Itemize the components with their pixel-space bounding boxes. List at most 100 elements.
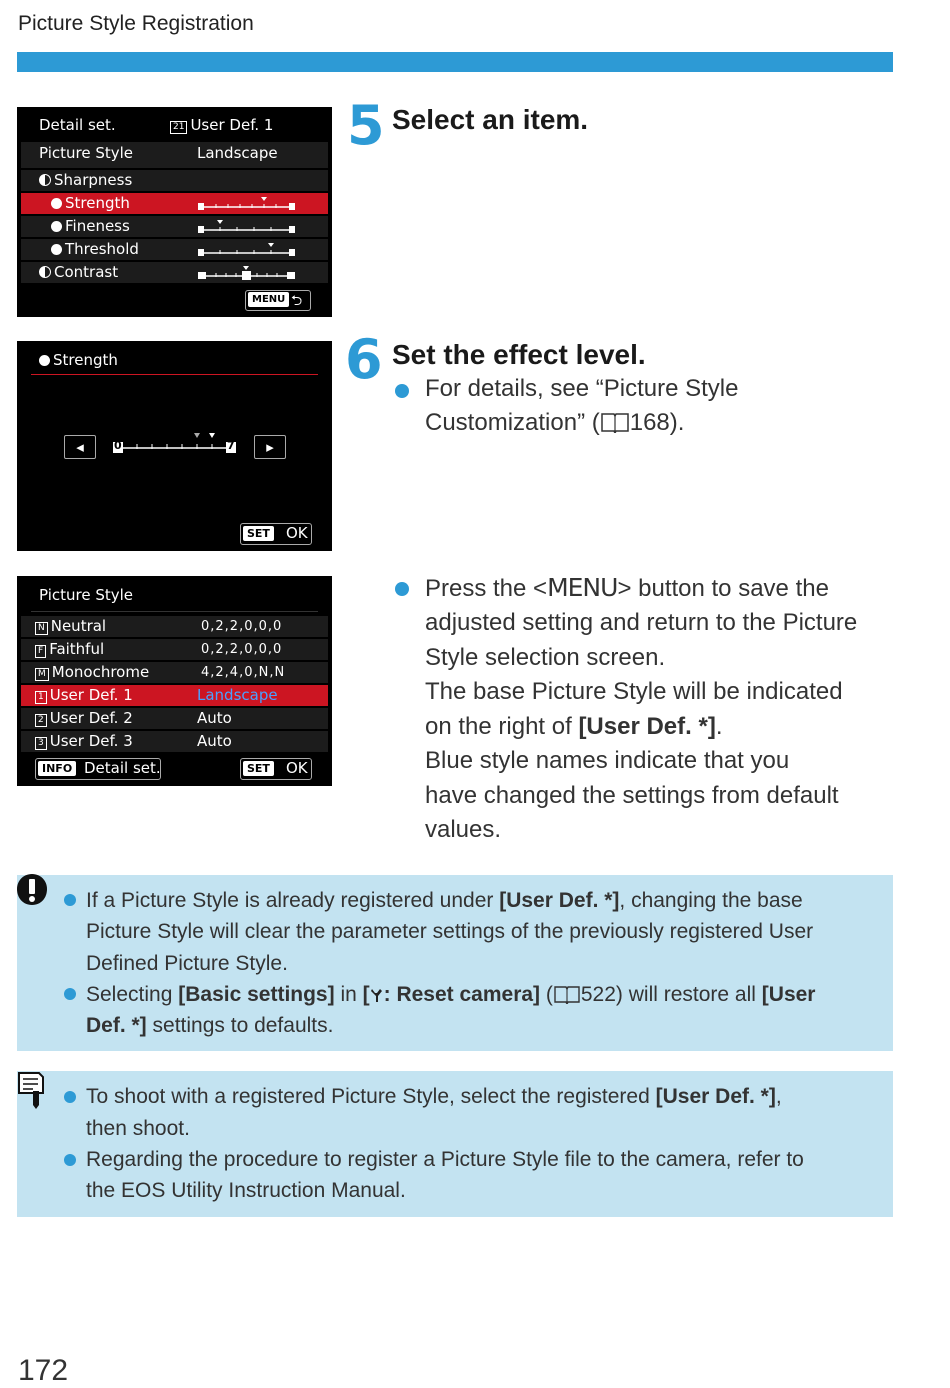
menu-paragraph-line5: on the right of [User Def. *]. bbox=[425, 710, 722, 745]
threshold-label: Threshold bbox=[65, 240, 139, 258]
text: Selecting bbox=[86, 983, 179, 1006]
note-line4: the EOS Utility Instruction Manual. bbox=[86, 1179, 406, 1202]
menu-paragraph-line7: have changed the settings from default bbox=[425, 782, 839, 809]
wrench-icon bbox=[370, 989, 382, 1002]
decrease-button[interactable]: ◂ bbox=[64, 435, 96, 459]
picture-style-faithful-icon: F bbox=[35, 645, 47, 658]
running-head: Picture Style Registration bbox=[18, 12, 254, 35]
reference-text: Customization” ( bbox=[425, 409, 600, 436]
step-6-title: Set the effect level. bbox=[392, 339, 646, 370]
style-name: Faithful bbox=[49, 640, 105, 658]
text: 522) will restore all bbox=[580, 983, 762, 1006]
menu-badge: MENU bbox=[248, 292, 290, 307]
reset-camera-ref: : Reset camera] bbox=[383, 983, 541, 1006]
menu-paragraph-line8: values. bbox=[425, 816, 502, 843]
step-6-detail-line1: For details, see “Picture Style bbox=[425, 375, 739, 402]
menu-back-button[interactable]: MENU ⮌ bbox=[245, 290, 311, 311]
caution-line1: If a Picture Style is already registered… bbox=[86, 885, 803, 917]
gauge-min-label: 0 bbox=[114, 439, 122, 452]
bullet-icon bbox=[395, 384, 409, 398]
text: in bbox=[334, 983, 363, 1006]
set-ok-button[interactable]: SET OK bbox=[240, 523, 312, 545]
style-settings: 0,2,2,0,0,0 bbox=[201, 619, 283, 634]
menu-row-contrast[interactable]: Contrast bbox=[21, 262, 328, 283]
note-line2: then shoot. bbox=[86, 1117, 190, 1140]
strength-screen-title: Strength bbox=[39, 351, 118, 369]
style-name: User Def. 1 bbox=[49, 686, 133, 704]
step-5-title: Select an item. bbox=[392, 104, 589, 135]
text: on the right of bbox=[425, 713, 579, 740]
step-number-5: 5 bbox=[347, 94, 385, 157]
menu-row-strength[interactable]: Strength bbox=[21, 193, 328, 214]
menu-row-sharpness[interactable]: Sharpness bbox=[21, 170, 328, 191]
title-underline bbox=[31, 374, 318, 375]
picture-style-user-def-3-icon: 3 bbox=[35, 737, 47, 750]
menu-paragraph-line1: Press the <MENU> button to save the bbox=[425, 571, 829, 607]
caution-line2: Picture Style will clear the parameter s… bbox=[86, 920, 814, 943]
page-number: 172 bbox=[18, 1354, 69, 1387]
set-badge: SET bbox=[243, 526, 274, 541]
text: ( bbox=[540, 983, 553, 1006]
note-line1: To shoot with a registered Picture Style… bbox=[86, 1081, 782, 1113]
style-base-value: Auto bbox=[197, 732, 232, 750]
text: , changing the base bbox=[619, 889, 803, 912]
bullet-icon bbox=[64, 1154, 76, 1166]
strength-slider-track bbox=[113, 433, 236, 453]
back-icon: ⮌ bbox=[291, 293, 303, 309]
caution-icon bbox=[17, 874, 47, 905]
text: . bbox=[715, 713, 723, 740]
menu-paragraph-line6: Blue style names indicate that you bbox=[425, 747, 790, 774]
bullet-icon bbox=[64, 988, 76, 1000]
picture-style-neutral-icon: N bbox=[35, 622, 48, 635]
menu-row-fineness[interactable]: Fineness bbox=[21, 216, 328, 237]
increase-button[interactable]: ▸ bbox=[254, 435, 286, 459]
bullet-icon bbox=[64, 894, 76, 906]
left-arrow-icon: ◂ bbox=[76, 438, 84, 456]
user-def-ref: [User bbox=[761, 983, 816, 1006]
menu-paragraph-line2: adjusted setting and return to the Pictu… bbox=[425, 609, 858, 636]
text: , bbox=[775, 1085, 782, 1108]
memo-icon bbox=[18, 1072, 44, 1109]
picture-style-user-def-2-icon: 2 bbox=[35, 714, 47, 727]
threshold-gauge bbox=[198, 243, 295, 256]
text: If a Picture Style is already registered… bbox=[86, 889, 500, 912]
user-def-ref: Def. *] bbox=[86, 1014, 147, 1037]
style-settings: 0,2,2,0,0,0 bbox=[201, 642, 283, 657]
sharpness-label: Sharpness bbox=[54, 171, 133, 189]
detail-set-label: Detail set. bbox=[84, 759, 161, 777]
menu-paragraph-line3: Style selection screen. bbox=[425, 644, 666, 671]
bullet-icon bbox=[395, 582, 409, 596]
user-def-ref: [User Def. *] bbox=[655, 1085, 776, 1108]
strength-title-text: Strength bbox=[53, 351, 118, 369]
strength-gauge bbox=[198, 197, 295, 210]
info-detail-set-button[interactable]: INFO Detail set. bbox=[35, 758, 161, 780]
user-def-label-text: User Def. 1 bbox=[190, 116, 274, 134]
caution-line3: Defined Picture Style. bbox=[86, 952, 288, 975]
set-ok-button[interactable]: SET OK bbox=[240, 758, 312, 780]
detail-set-title: Detail set. bbox=[39, 116, 116, 134]
picture-style-title: Picture Style bbox=[39, 586, 134, 604]
style-settings: 4,2,4,0,N,N bbox=[201, 665, 286, 680]
note-box bbox=[17, 1071, 893, 1217]
fineness-gauge bbox=[198, 220, 295, 233]
style-name: Monochrome bbox=[51, 663, 150, 681]
picture-style-monochrome-icon: M bbox=[35, 668, 49, 681]
bullet-icon bbox=[64, 1091, 76, 1103]
picture-style-row: Picture Style Landscape bbox=[21, 142, 328, 168]
strength-slider[interactable]: 0 7 bbox=[113, 433, 239, 457]
caution-box bbox=[17, 875, 893, 1051]
menu-row-threshold[interactable]: Threshold bbox=[21, 239, 328, 260]
picture-style-user-def-icon: 21 bbox=[170, 121, 188, 134]
picture-style-label: Picture Style bbox=[39, 144, 134, 162]
contrast-gauge bbox=[198, 266, 295, 280]
strength-icon bbox=[39, 355, 50, 366]
text: > button to save the bbox=[617, 575, 829, 602]
